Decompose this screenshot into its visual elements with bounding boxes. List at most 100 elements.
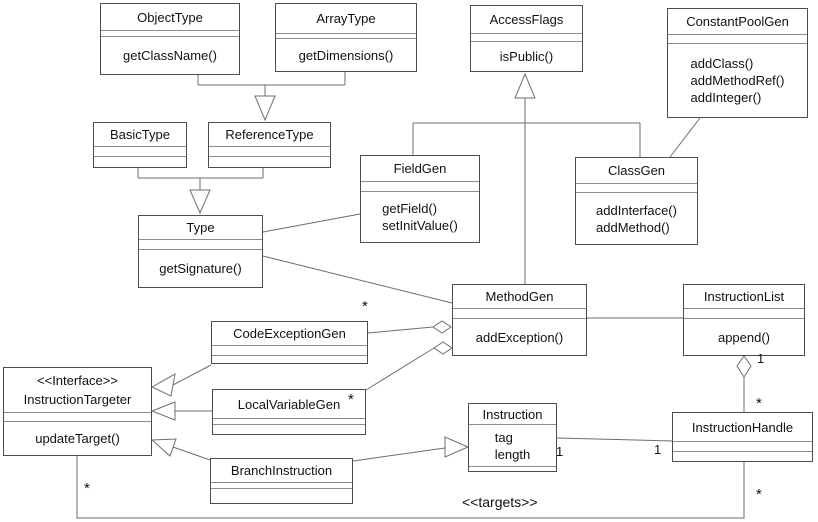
- generalization-line-basictype-referencetype: [137, 168, 264, 190]
- generalization-arrow-referencetype: [254, 95, 276, 122]
- attributes-compartment: [576, 183, 697, 192]
- method-label: getSignature(): [159, 261, 242, 276]
- aggregation-diamond-instructionlist: [736, 355, 752, 378]
- attributes-compartment: [276, 33, 416, 38]
- class-basictype: BasicType: [93, 122, 187, 168]
- methods-compartment: addClass() addMethodRef() addInteger(): [668, 43, 807, 117]
- methods-compartment: [209, 156, 330, 167]
- method-label: isPublic(): [499, 49, 554, 64]
- generalization-line-accessflags-children: [412, 98, 641, 284]
- association-targets: [76, 456, 745, 519]
- class-title: ClassGen: [607, 163, 666, 178]
- attributes-compartment: [212, 345, 367, 355]
- methods-compartment: updateTarget(): [4, 421, 151, 455]
- attributes-compartment: [94, 146, 186, 156]
- class-title: ObjectType: [137, 9, 203, 25]
- attributes-compartment: [209, 146, 330, 156]
- class-title: BasicType: [110, 127, 170, 142]
- class-title: Type: [186, 220, 215, 235]
- generalization-line-branchinstruction: [352, 447, 446, 462]
- multiplicity-star-instructionhandle-top: *: [756, 395, 762, 412]
- class-instructionlist: InstructionList append(): [683, 284, 805, 356]
- attributes-compartment: [213, 418, 365, 424]
- methods-compartment: [212, 355, 367, 363]
- methods-compartment: [94, 156, 186, 167]
- multiplicity-star-instructiontargeter: *: [84, 480, 90, 497]
- attributes-compartment: [471, 33, 582, 41]
- class-classgen: ClassGen addInterface() addMethod(): [575, 157, 698, 245]
- multiplicity-star-instructionhandle-bottom: *: [756, 486, 762, 503]
- attributes-compartment: [211, 482, 352, 488]
- class-instructiontargeter: <<Interface>> InstructionTargeter update…: [3, 367, 152, 456]
- class-title: InstructionHandle: [691, 419, 794, 435]
- multiplicity-one-instructionhandle: 1: [654, 442, 662, 457]
- class-title: LocalVariableGen: [237, 396, 341, 412]
- method-label: setInitValue(): [382, 218, 458, 233]
- methods-compartment: addInterface() addMethod(): [576, 192, 697, 244]
- methods-compartment: getField() setInitValue(): [361, 191, 479, 242]
- method-label: addInteger(): [690, 90, 762, 105]
- realization-arrow-instructiontargeter-bottom: [150, 438, 177, 457]
- attributes-compartment: [453, 308, 586, 318]
- aggregation-line-codeexceptiongen-methodgen: [367, 326, 434, 334]
- method-label: getField(): [382, 201, 438, 216]
- class-title: ArrayType: [316, 11, 376, 26]
- class-title: MethodGen: [485, 289, 554, 304]
- attribute-label: tag: [494, 429, 513, 445]
- class-arraytype: ArrayType getDimensions(): [275, 3, 417, 72]
- class-constantpoolgen: ConstantPoolGen addClass() addMethodRef(…: [667, 8, 808, 118]
- multiplicity-star-localvariablegen: *: [348, 391, 354, 408]
- attributes-compartment: [139, 239, 262, 249]
- methods-compartment: [469, 466, 556, 471]
- multiplicity-one-instructionlist: 1: [757, 351, 765, 366]
- methods-compartment: [213, 424, 365, 434]
- methods-compartment: getSignature(): [139, 249, 262, 287]
- method-label: append(): [717, 329, 771, 345]
- class-title: ConstantPoolGen: [686, 14, 789, 29]
- method-label: addInterface(): [596, 202, 677, 218]
- class-title: <<Interface>> InstructionTargeter: [4, 368, 151, 412]
- method-label: addMethodRef(): [690, 73, 785, 88]
- class-objecttype: ObjectType getClassName(): [100, 3, 240, 75]
- method-label: updateTarget(): [35, 431, 120, 446]
- realization-line-branchinstruction: [172, 446, 211, 461]
- multiplicity-star-codeexceptiongen: *: [362, 298, 368, 315]
- interface-stereotype: <<Interface>>: [37, 373, 118, 388]
- aggregation-diamond-methodgen-top: [432, 320, 452, 334]
- association-constantpoolgen-classgen: [669, 117, 701, 158]
- class-title: Instruction: [482, 406, 543, 422]
- generalization-arrow-accessflags: [514, 72, 536, 99]
- attributes-compartment: [673, 441, 812, 451]
- class-accessflags: AccessFlags isPublic(): [470, 5, 583, 72]
- attributes-compartment: [684, 308, 804, 318]
- methods-compartment: [211, 488, 352, 503]
- targets-stereotype-label: <<targets>>: [462, 494, 538, 510]
- association-type-fieldgen: [262, 213, 361, 233]
- realization-arrow-instructiontargeter-mid: [150, 401, 176, 421]
- association-type-methodgen: [262, 255, 453, 304]
- association-instruction-instructionhandle: [556, 437, 673, 442]
- methods-compartment: addException(): [453, 318, 586, 355]
- class-instruction: Instruction tag length: [468, 403, 557, 472]
- attributes-compartment: tag length: [469, 424, 556, 466]
- attributes-compartment: [4, 412, 151, 421]
- class-title: InstructionList: [703, 289, 785, 304]
- class-methodgen: MethodGen addException(): [452, 284, 587, 356]
- methods-compartment: getDimensions(): [276, 38, 416, 71]
- multiplicity-one-instruction: 1: [556, 444, 564, 459]
- methods-compartment: append(): [684, 318, 804, 355]
- method-label: addClass(): [690, 56, 754, 71]
- class-title: BranchInstruction: [230, 463, 333, 478]
- attributes-compartment: [361, 181, 479, 191]
- attribute-label: length: [494, 446, 531, 462]
- class-referencetype: ReferenceType: [208, 122, 331, 168]
- class-title: FieldGen: [393, 161, 447, 176]
- attributes-compartment: [101, 30, 239, 36]
- class-title: AccessFlags: [489, 12, 564, 27]
- class-fieldgen: FieldGen getField() setInitValue(): [360, 155, 480, 243]
- methods-compartment: [673, 451, 812, 461]
- realization-line-codeexceptiongen: [172, 364, 212, 386]
- class-type: Type getSignature(): [138, 215, 263, 288]
